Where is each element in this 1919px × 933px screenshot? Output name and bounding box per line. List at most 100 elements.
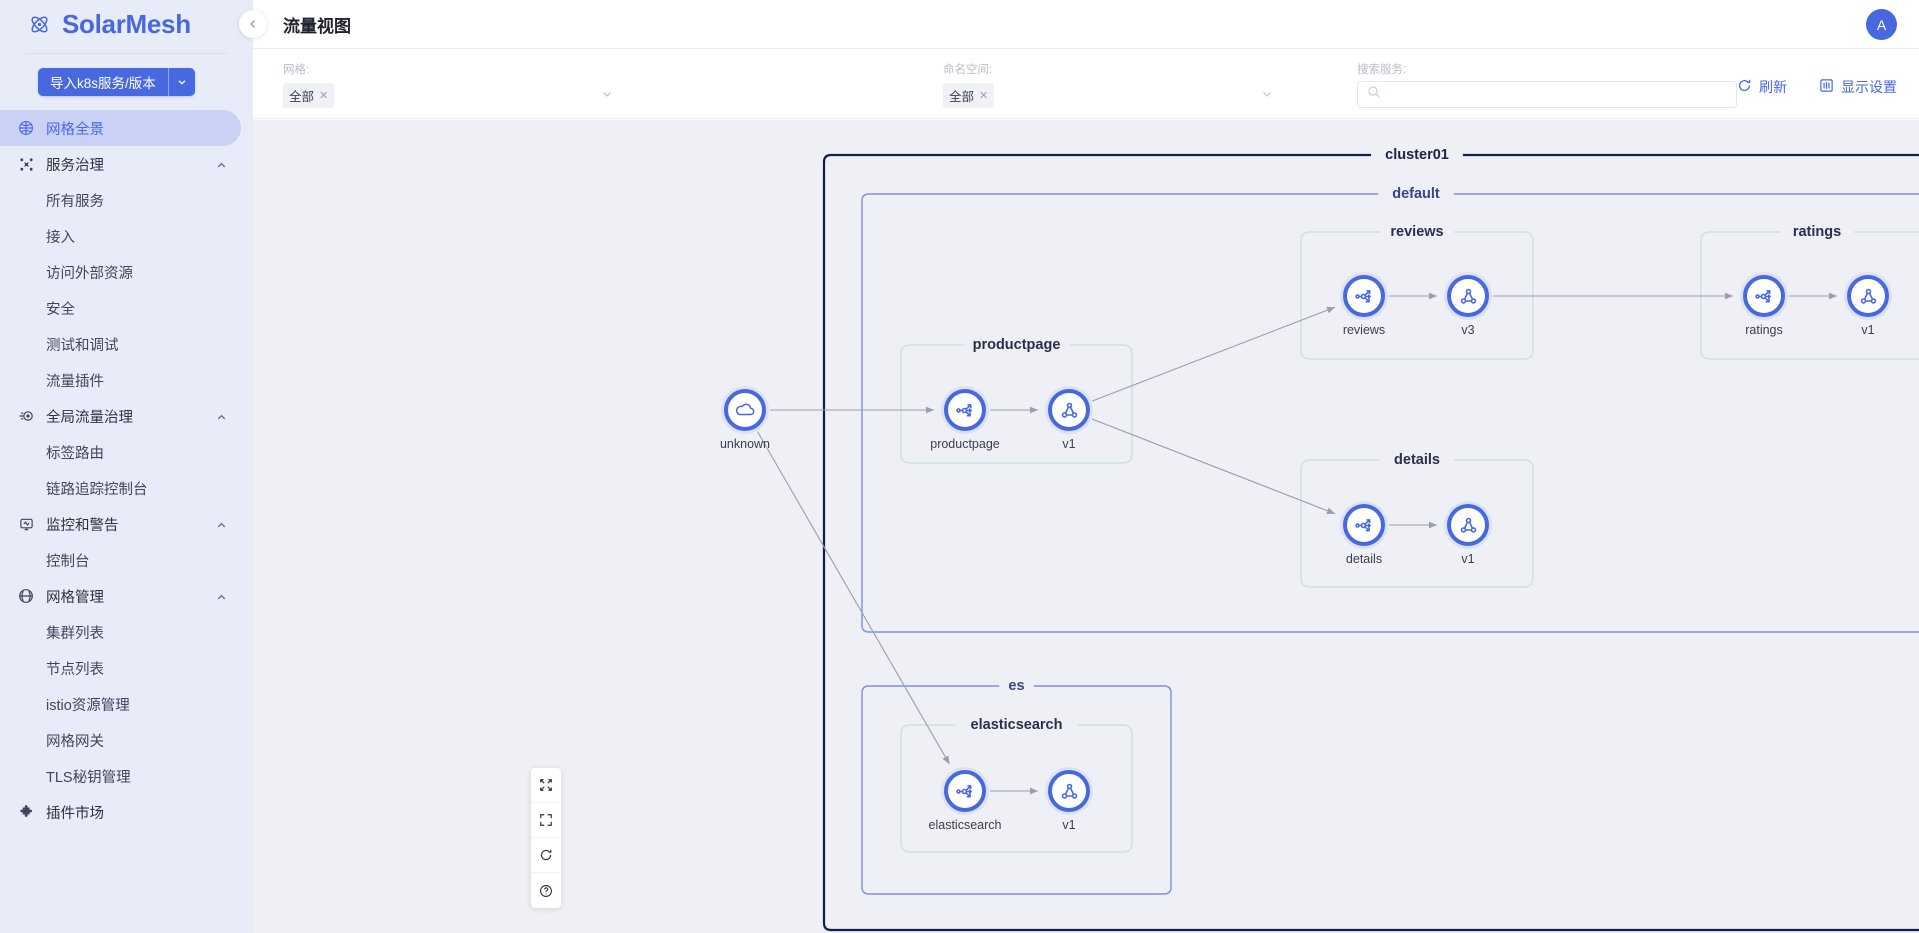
version-icon[interactable] [1447,504,1489,546]
avatar[interactable]: A [1866,9,1897,40]
router-icon[interactable] [1343,275,1385,317]
page-title: 流量视图 [283,16,351,36]
graph-box-productpage[interactable] [900,344,1133,464]
sidebar-item-label: 接入 [46,229,75,246]
sidebar-item-label-routing[interactable]: 标签路由 [0,434,253,470]
namespace-filter-label: 命名空间: [943,64,993,76]
graph-node-reviews-v3[interactable]: v3 [1447,275,1489,337]
graph-box-elasticsearch[interactable] [900,724,1133,853]
sidebar-item-label: 标签路由 [46,445,104,462]
topbar: 流量视图 A [239,0,1919,49]
graph-box-label-default: default [1384,186,1448,202]
sidebar-item-test-debug[interactable]: 测试和调试 [0,326,253,362]
version-icon[interactable] [1447,275,1489,317]
graph-node-label: ratings [1745,323,1783,337]
sidebar-item-mesh-gateway[interactable]: 网格网关 [0,722,253,758]
graph-box-es[interactable] [861,685,1172,895]
chevron-down-icon[interactable] [601,88,613,103]
sidebar-item-tracing-console[interactable]: 链路追踪控制台 [0,470,253,506]
sidebar-item-label: 测试和调试 [46,337,119,354]
sidebar-item-cluster-list[interactable]: 集群列表 [0,614,253,650]
graph-node-label: productpage [930,437,1000,451]
graph-box-cluster01[interactable] [822,153,1919,932]
graph-edge-unknown-to-es-svc[interactable] [757,431,950,765]
graph-box-label-ratings: ratings [1784,224,1850,240]
graph-node-ratings-svc[interactable]: ratings [1743,275,1785,337]
sidebar: SolarMesh 导入k8s服务/版本 网格全景 [0,0,253,933]
version-icon[interactable] [1048,389,1090,431]
router-icon[interactable] [1743,275,1785,317]
sidebar-item-external-resources[interactable]: 访问外部资源 [0,254,253,290]
mesh-select[interactable]: 全部 ✕ [283,81,613,111]
sidebar-group-mesh-management[interactable]: 网格管理 [0,578,253,614]
chevron-down-icon[interactable] [169,68,195,96]
sidebar-item-label: 节点列表 [46,661,104,678]
version-icon[interactable] [1847,275,1889,317]
atom-icon [26,12,52,38]
graph-box-reviews[interactable] [1300,231,1534,360]
router-icon[interactable] [944,770,986,812]
sidebar-item-monitor-console[interactable]: 控制台 [0,542,253,578]
filter-bar: 网格: 全部 ✕ 命名空间: 全部 ✕ [253,49,1919,119]
fullscreen-icon[interactable] [531,803,561,838]
sidebar-group-service-governance[interactable]: 服务治理 [0,146,253,182]
close-icon[interactable]: ✕ [979,90,989,102]
display-settings-button[interactable]: 显示设置 [1819,77,1897,97]
sidebar-item-node-list[interactable]: 节点列表 [0,650,253,686]
help-icon[interactable] [531,873,561,908]
graph-node-label: v3 [1461,323,1475,337]
graph-box-default[interactable] [861,193,1919,633]
chevron-up-icon[interactable] [216,409,227,423]
sidebar-item-label: 链路追踪控制台 [46,481,148,498]
search-icon [1367,85,1381,104]
namespace-selected-tag[interactable]: 全部 ✕ [943,83,995,108]
graph-box-ratings[interactable] [1700,231,1919,360]
version-icon[interactable] [1048,770,1090,812]
fit-content-icon[interactable] [531,768,561,803]
graph-node-es-v1[interactable]: v1 [1048,770,1090,832]
search-input[interactable] [1388,87,1727,102]
search-input-wrapper[interactable] [1357,81,1737,108]
router-icon[interactable] [944,389,986,431]
mesh-selected-tag[interactable]: 全部 ✕ [283,83,335,108]
sidebar-item-label: 网格网关 [46,733,104,750]
reload-icon[interactable] [531,838,561,873]
graph-node-es-svc[interactable]: elasticsearch [929,770,1001,832]
sidebar-item-ingress[interactable]: 接入 [0,218,253,254]
graph-node-reviews-svc[interactable]: reviews [1343,275,1385,337]
sidebar-group-global-traffic[interactable]: 全局流量治理 [0,398,253,434]
cloud-icon[interactable] [724,389,766,431]
graph-node-productpage-svc[interactable]: productpage [930,389,1000,451]
router-icon[interactable] [1343,504,1385,546]
graph-node-productpage-v1[interactable]: v1 [1048,389,1090,451]
chevron-up-icon[interactable] [216,157,227,171]
graph-node-details-svc[interactable]: details [1343,504,1385,566]
sidebar-item-label: 安全 [46,301,75,318]
graph-node-unknown[interactable]: unknown [720,389,770,451]
graph-node-label: reviews [1342,323,1386,337]
sidebar-item-traffic-plugins[interactable]: 流量插件 [0,362,253,398]
graph-box-details[interactable] [1300,459,1534,588]
graph-node-ratings-v1[interactable]: v1 [1847,275,1889,337]
sidebar-group-monitoring[interactable]: 监控和警告 [0,506,253,542]
sidebar-item-tls-keys[interactable]: TLS秘钥管理 [0,758,253,794]
import-k8s-button[interactable]: 导入k8s服务/版本 [38,68,195,96]
namespace-select[interactable]: 全部 ✕ [943,81,1273,111]
chevron-down-icon[interactable] [1261,88,1273,103]
close-icon[interactable]: ✕ [319,90,329,102]
sidebar-item-security[interactable]: 安全 [0,290,253,326]
sidebar-item-mesh-overview[interactable]: 网格全景 [0,110,241,146]
sidebar-item-all-services[interactable]: 所有服务 [0,182,253,218]
sidebar-item-plugin-market[interactable]: 插件市场 [0,794,253,830]
graph-edge-productpage-v1-to-details-svc[interactable] [1092,418,1336,515]
sidebar-item-istio-resources[interactable]: istio资源管理 [0,686,253,722]
graph-node-details-v1[interactable]: v1 [1447,504,1489,566]
chevron-up-icon[interactable] [216,517,227,531]
graph-node-label: unknown [719,437,771,451]
chevron-left-icon[interactable] [239,10,267,38]
brand[interactable]: SolarMesh [0,0,253,49]
chevron-up-icon[interactable] [216,589,227,603]
refresh-button[interactable]: 刷新 [1737,77,1787,97]
graph-edge-productpage-v1-to-reviews-svc[interactable] [1092,306,1336,402]
